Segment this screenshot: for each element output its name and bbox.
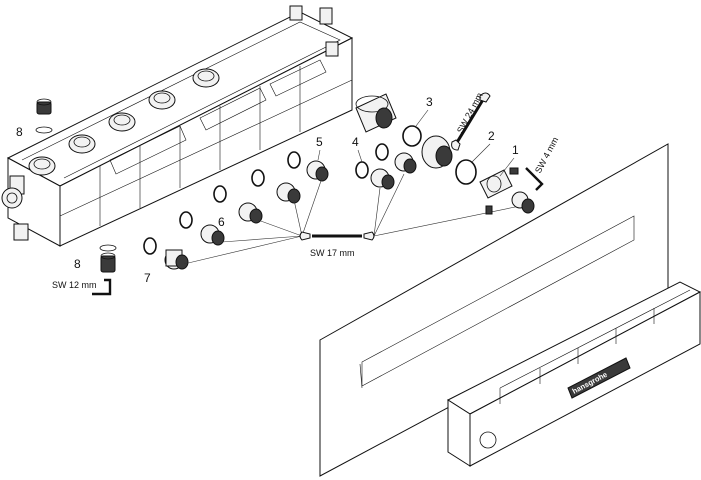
outlet-port [148, 90, 176, 110]
outlet-port [192, 68, 220, 88]
control-button-icon [479, 431, 497, 449]
allen-key-4-icon [525, 167, 544, 191]
allen-key-12-icon [92, 278, 112, 296]
callout-2: 2 [488, 129, 495, 143]
brand-logo-plate [567, 357, 631, 399]
callout-1: 1 [512, 143, 519, 157]
control-module: hansgrohe [446, 281, 701, 467]
fitting-part-7 [164, 249, 189, 270]
o-ring-part-2 [455, 159, 477, 185]
fitting [238, 202, 263, 224]
plug-part-8-bottom [99, 244, 117, 273]
fitting-part-6 [200, 224, 225, 246]
wrench-24-icon [451, 92, 491, 151]
leader-lines [183, 149, 521, 265]
callout-5: 5 [316, 135, 323, 149]
callout-8-bottom: 8 [74, 257, 81, 271]
callout-6: 6 [218, 215, 225, 229]
outlet-port [108, 112, 136, 132]
o-rings-left [143, 151, 301, 255]
callout-8-top: 8 [16, 125, 23, 139]
outlet-port [28, 156, 56, 176]
installation-body [1, 5, 354, 247]
wrench-label-sw24: SW 24 mm [455, 91, 485, 135]
plug-part-8-top [35, 98, 53, 134]
fitting-part-5 [306, 160, 329, 182]
outlet-port [68, 134, 96, 154]
fitting-part-4 [355, 143, 417, 190]
wrench-17-icon [299, 231, 375, 241]
flange-part-1 [479, 167, 535, 215]
wrench-label-sw17: SW 17 mm [310, 248, 355, 258]
callout-7: 7 [144, 271, 151, 285]
callout-3: 3 [426, 95, 433, 109]
cartridge-part-3 [355, 93, 453, 169]
wrench-label-sw12: SW 12 mm [52, 280, 97, 290]
callout-4: 4 [352, 135, 359, 149]
fitting [276, 182, 301, 204]
wrench-label-sw4: SW 4 mm [533, 135, 560, 175]
